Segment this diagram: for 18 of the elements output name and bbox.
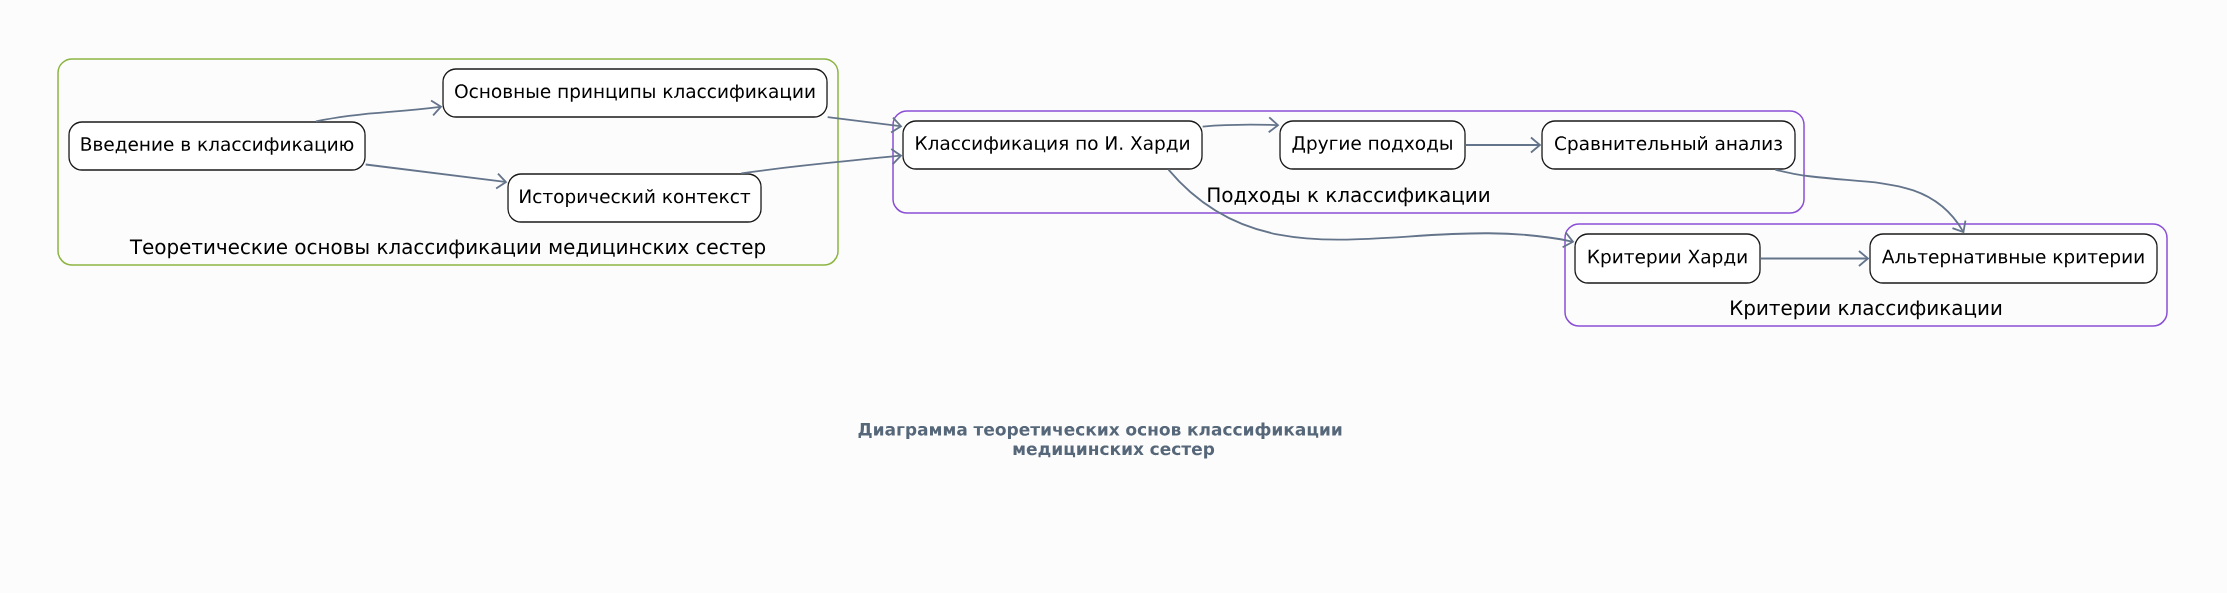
topic-box: Сравнительный анализ [1541,120,1796,170]
arrow [826,116,903,134]
arrow [1774,168,1967,234]
topic-box: Альтернативные критерии [1869,233,2158,284]
arrow [1201,116,1280,134]
topic-box: Исторический контекст [507,173,762,223]
topic-box: Основные принципы классификации [442,68,828,118]
arrow [364,163,508,190]
topic-box: Другие подходы [1279,120,1466,170]
arrow [315,99,443,123]
arrow [1167,168,1575,249]
arrow [1464,136,1542,154]
topic-box: Введение в классификацию [68,121,366,171]
arrow [740,148,903,175]
arrow [1759,250,1870,267]
caption: Диаграмма теоретических основ классификации медицинских сестер [858,422,1342,459]
topic-box: Критерии Харди [1574,233,1761,284]
topic-box: Классификация по И. Харди [902,120,1203,170]
